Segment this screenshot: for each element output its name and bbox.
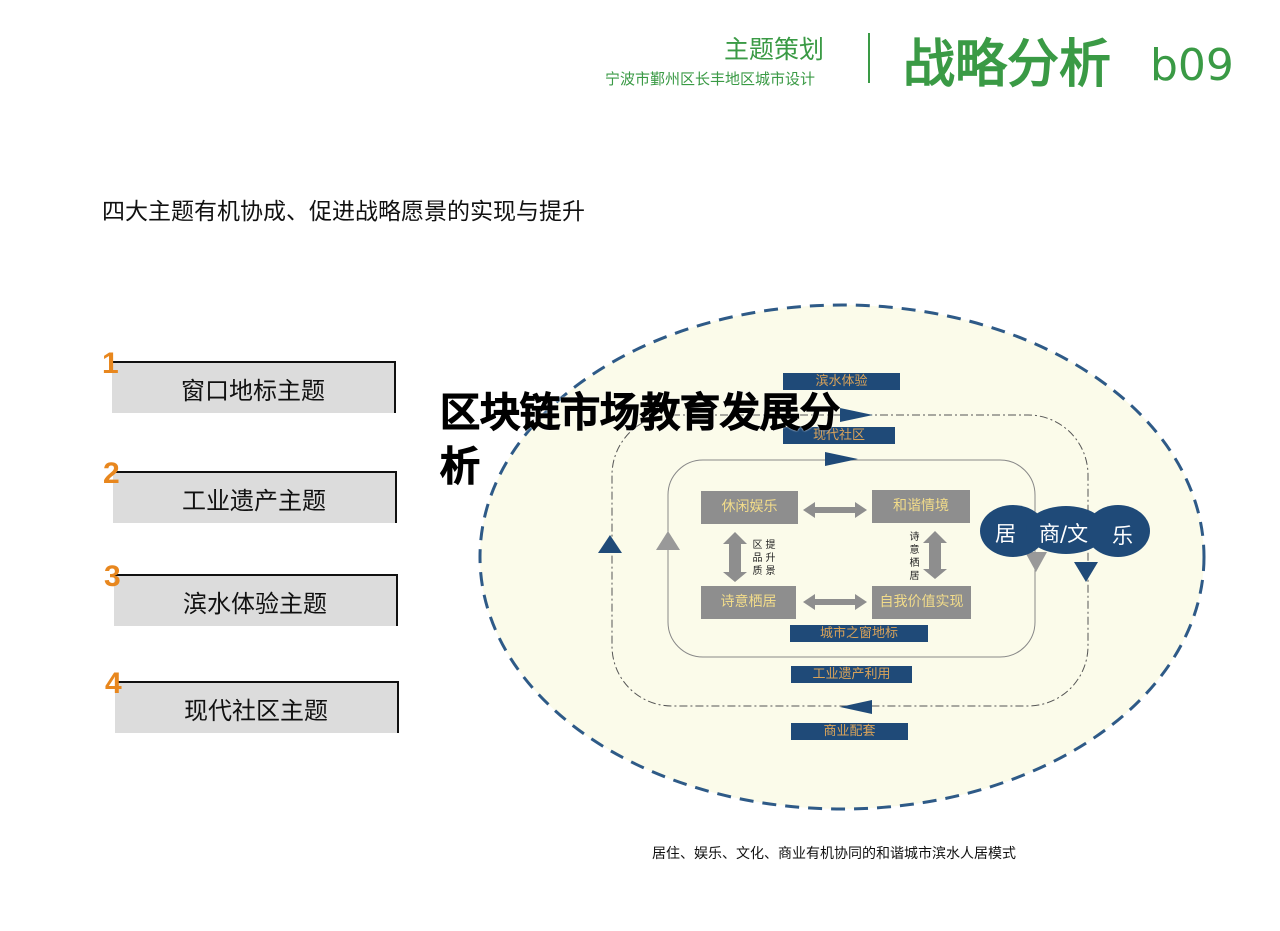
header-divider [868, 33, 870, 83]
node-cluster [980, 505, 1150, 557]
theme-label: 滨水体验主题 [183, 590, 327, 618]
theme-label: 窗口地标主题 [181, 377, 325, 405]
flow-label: 滨水体验 [783, 373, 900, 390]
overlay-title-cont: 析 [440, 444, 481, 491]
arrow-up-icon [598, 535, 622, 553]
page-code: b09 [1150, 40, 1234, 91]
core-box: 休闲娱乐 [701, 491, 798, 524]
page-heading: 四大主题有机协成、促进战略愿景的实现与提升 [102, 199, 585, 225]
vertical-label: 提升景 [765, 540, 776, 577]
theme-number: 3 [104, 560, 121, 593]
overlay-title: 区块链市场教育发展分 [440, 390, 841, 437]
core-box: 和谐情境 [872, 490, 970, 523]
arrow-right-icon [825, 452, 858, 466]
core-box: 诗意栖居 [701, 586, 796, 619]
node-label: 商/文 [1039, 522, 1089, 546]
arrow-down-icon [1025, 552, 1047, 572]
theme-item: 4 现代社区主题 [105, 667, 399, 733]
outer-ellipse [478, 303, 1206, 811]
flow-label: 城市之窗地标 [790, 625, 928, 642]
theme-number: 4 [105, 667, 122, 700]
arrow-down-icon [1074, 562, 1098, 582]
theme-item: 1 窗口地标主题 [102, 347, 396, 413]
theme-item: 3 滨水体验主题 [104, 560, 398, 626]
theme-number: 2 [103, 457, 120, 490]
node-label: 居 [995, 522, 1016, 546]
header-title: 战略分析 [903, 35, 1112, 95]
arrow-right-icon [840, 408, 873, 422]
arrow-up-icon [656, 531, 680, 550]
theme-label: 现代社区主题 [184, 697, 328, 725]
arrow-left-icon [840, 700, 872, 714]
core-box: 自我价值实现 [872, 586, 971, 619]
node-label: 乐 [1112, 524, 1133, 548]
flow-label: 现代社区 [783, 427, 895, 444]
header-subtitle: 主题策划 [724, 35, 825, 64]
flow-label: 商业配套 [791, 723, 908, 740]
double-arrow-icon [723, 502, 947, 610]
vertical-label: 诗意栖居 [909, 532, 920, 582]
theme-number: 1 [102, 347, 119, 380]
vertical-label: 区品质 [752, 540, 763, 577]
theme-label: 工业遗产主题 [182, 487, 326, 515]
diagram-caption: 居住、娱乐、文化、商业有机协同的和谐城市滨水人居模式 [652, 846, 1016, 862]
header-project: 宁波市鄞州区长丰地区城市设计 [605, 70, 816, 88]
flow-label: 工业遗产利用 [791, 666, 912, 683]
theme-item: 2 工业遗产主题 [103, 457, 397, 523]
